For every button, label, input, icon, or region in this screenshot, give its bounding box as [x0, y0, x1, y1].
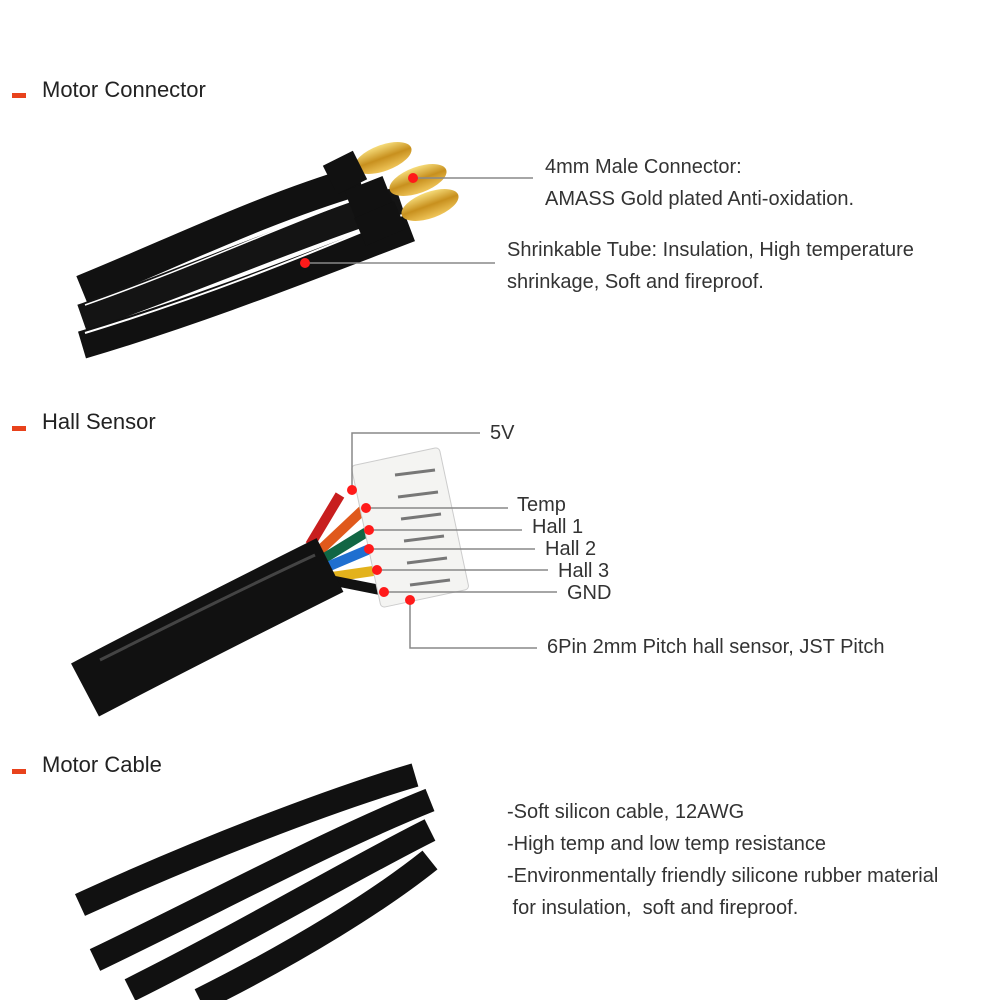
section-marker [12, 769, 26, 774]
pin-label-hall1: Hall 1 [532, 516, 584, 538]
section-marker [12, 426, 26, 431]
tube-label-line: Shrinkable Tube: Insulation, High temper… [507, 239, 914, 261]
hall-sensor-heading: Hall Sensor [42, 409, 156, 434]
motor-connector-cables [76, 142, 459, 359]
pin-label-5v: 5V [490, 422, 515, 444]
tube-callout [300, 258, 495, 268]
motor-cable-wires [75, 763, 438, 1000]
motor-connector-heading: Motor Connector [42, 77, 206, 102]
motor-cable-heading: Motor Cable [42, 752, 162, 777]
tube-label: Shrinkable Tube: Insulation, High temper… [507, 234, 914, 298]
hall-callout-dots [347, 485, 415, 605]
section-marker [12, 93, 26, 98]
hall-sensor-cable [71, 447, 469, 717]
motor-cable-features: -Soft silicon cable, 12AWG -High temp an… [507, 796, 938, 924]
connector-label-line: AMASS Gold plated Anti-oxidation. [545, 188, 855, 210]
feature-line: for insulation, soft and fireproof. [507, 897, 799, 919]
hall-pin-callouts [351, 432, 557, 649]
pin-label-hall3: Hall 3 [558, 560, 610, 582]
feature-line: -Soft silicon cable, 12AWG [507, 801, 745, 823]
pin-label-hall2: Hall 2 [545, 538, 597, 560]
connector-callout [408, 173, 533, 183]
pin-label-gnd: GND [567, 582, 612, 604]
tube-label-line: shrinkage, Soft and fireproof. [507, 271, 764, 293]
feature-line: -Environmentally friendly silicone rubbe… [507, 865, 939, 887]
hall-connector-label: 6Pin 2mm Pitch hall sensor, JST Pitch [547, 636, 885, 658]
connector-label-line: 4mm Male Connector: [545, 156, 742, 178]
connector-label: 4mm Male Connector: AMASS Gold plated An… [545, 151, 854, 215]
pin-label-temp: Temp [517, 494, 566, 516]
feature-line: -High temp and low temp resistance [507, 833, 827, 855]
